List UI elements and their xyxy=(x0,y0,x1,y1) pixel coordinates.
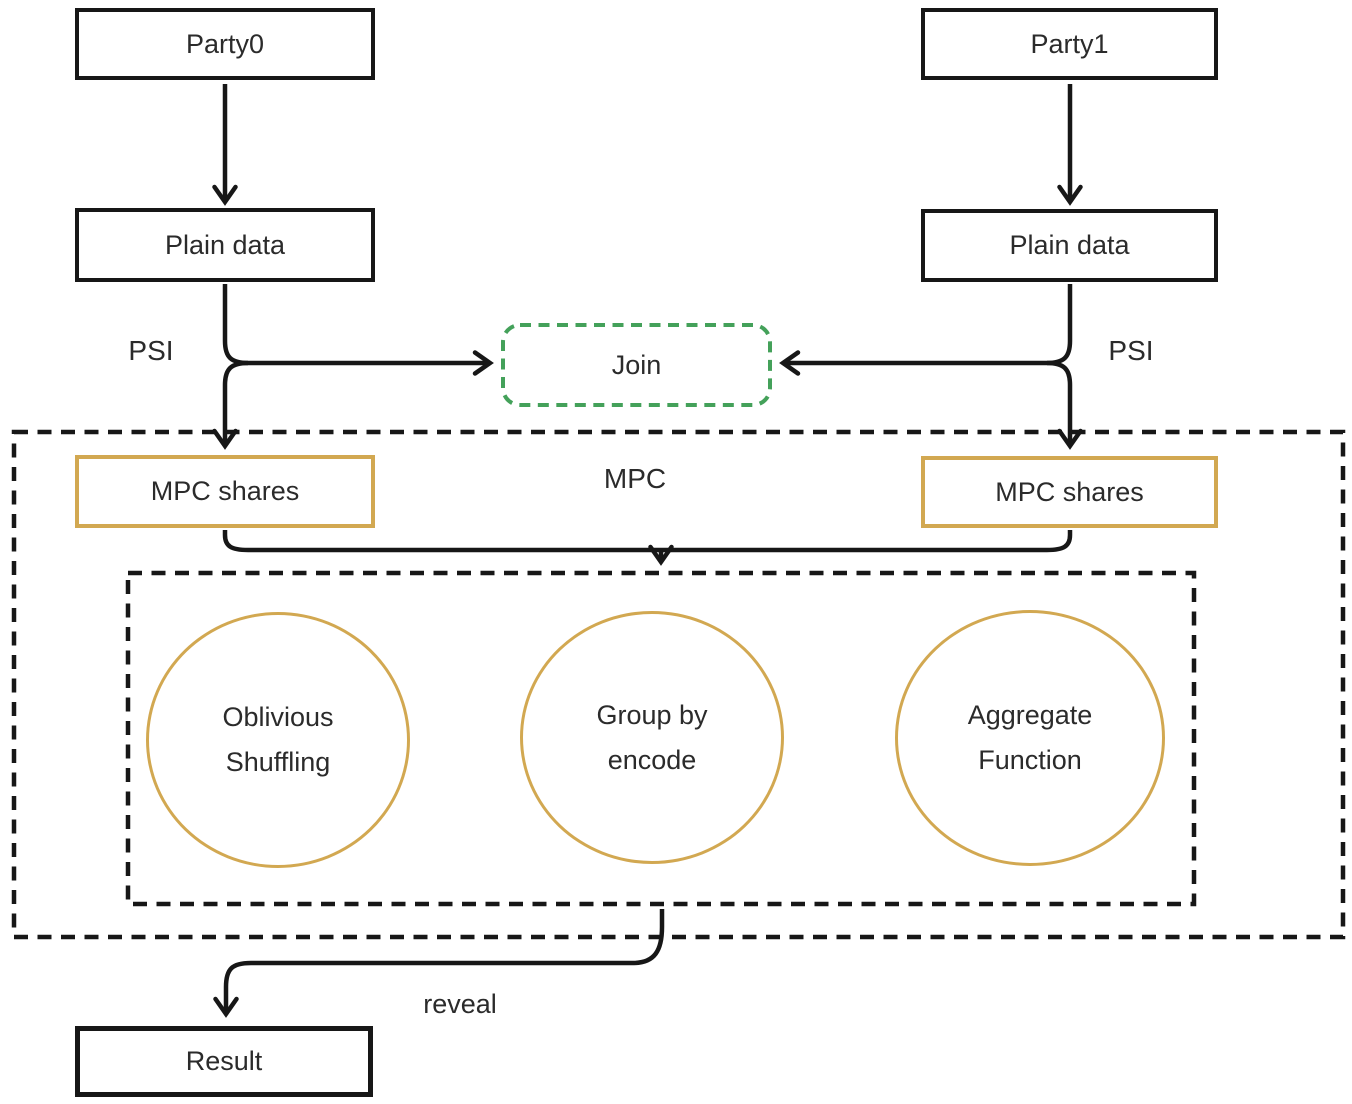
region-label-mpc: MPC xyxy=(603,463,667,494)
node-party0: Party0 xyxy=(75,8,375,80)
node-oblivious-shuffling-line1: Oblivious xyxy=(222,702,334,732)
node-mpc-shares-right: MPC shares xyxy=(921,456,1218,528)
node-group-by-encode: Group by encode xyxy=(520,611,784,864)
node-aggregate-function-line1: Aggregate xyxy=(967,700,1093,730)
node-plain-data-right-label: Plain data xyxy=(1009,230,1130,260)
node-aggregate-function-line2: Function xyxy=(978,745,1082,775)
node-aggregate-function: Aggregate Function xyxy=(895,610,1165,866)
join-box-border xyxy=(501,323,772,407)
arrow-plain-data-left-to-mpc-shares xyxy=(212,360,249,450)
node-mpc-shares-right-label: MPC shares xyxy=(995,476,1144,507)
node-oblivious-shuffling-line2: Shuffling xyxy=(225,747,331,777)
node-plain-data-left-label: Plain data xyxy=(164,229,286,260)
arrow-reveal-to-result xyxy=(213,909,665,1018)
mpc-operations-boundary xyxy=(125,570,1197,907)
connector-shares-merge xyxy=(222,530,1073,553)
node-group-by-encode-line2: encode xyxy=(607,744,697,775)
node-mpc-shares-left-label: MPC shares xyxy=(150,476,300,506)
arrow-plain-data-right-to-mpc-shares xyxy=(1046,360,1083,450)
arrow-plain-data-left-to-join xyxy=(222,284,494,376)
node-party1: Party1 xyxy=(921,8,1218,80)
node-result-label: Result xyxy=(185,1046,263,1076)
node-join: Join xyxy=(503,325,770,405)
node-party1-label: Party1 xyxy=(1030,28,1109,59)
node-oblivious-shuffling: Oblivious Shuffling xyxy=(146,612,410,868)
arrow-plain-data-right-to-join xyxy=(779,284,1073,376)
node-party0-label: Party0 xyxy=(185,28,265,59)
edge-label-reveal: reveal xyxy=(423,988,497,1019)
mpc-region-boundary xyxy=(11,429,1346,940)
node-plain-data-right: Plain data xyxy=(921,209,1218,282)
edge-label-psi-left: PSI xyxy=(128,335,174,366)
node-result: Result xyxy=(75,1026,373,1097)
node-plain-data-left: Plain data xyxy=(75,208,375,282)
edge-label-psi-right: PSI xyxy=(1108,335,1154,366)
node-join-label: Join xyxy=(611,349,662,380)
node-mpc-shares-left: MPC shares xyxy=(75,455,375,528)
node-group-by-encode-line1: Group by xyxy=(596,699,708,730)
